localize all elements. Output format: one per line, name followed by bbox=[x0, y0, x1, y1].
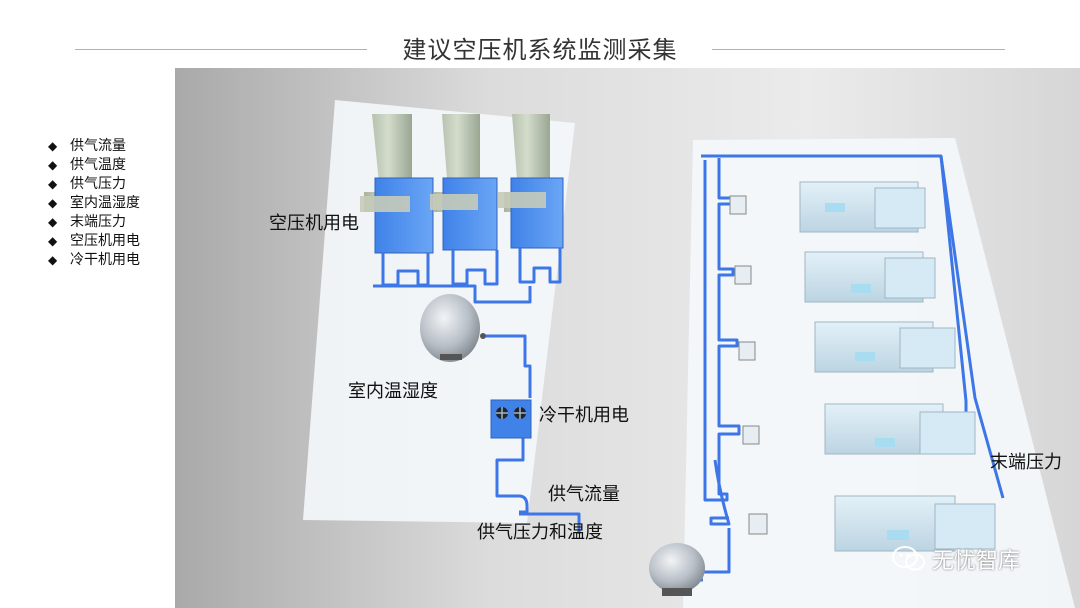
main-supply-tank bbox=[649, 543, 705, 596]
refrigerated-dryer bbox=[490, 399, 532, 439]
legend-item: ◆ 供气温度 bbox=[48, 156, 140, 175]
end-pressure-loop bbox=[939, 155, 1005, 499]
diamond-bullet-icon: ◆ bbox=[48, 177, 58, 191]
legend-item-label: 供气流量 bbox=[70, 138, 126, 154]
label-indoor-temp-humidity: 室内温湿度 bbox=[348, 381, 438, 402]
system-diagram-svg bbox=[175, 68, 1080, 608]
legend-item: ◆ 末端压力 bbox=[48, 213, 140, 232]
legend-item-label: 末端压力 bbox=[70, 214, 126, 230]
label-dryer-power: 冷干机用电 bbox=[539, 405, 629, 426]
page-title: 建议空压机系统监测采集 bbox=[402, 36, 678, 64]
diamond-bullet-icon: ◆ bbox=[48, 139, 58, 153]
diamond-bullet-icon: ◆ bbox=[48, 196, 58, 210]
legend-item: ◆ 室内温湿度 bbox=[48, 194, 140, 213]
air-receiver-tank bbox=[420, 294, 486, 362]
monitoring-items-list: ◆ 供气流量 ◆ 供气温度 ◆ 供气压力 ◆ 室内温湿度 ◆ 末端压力 ◆ 空压机用电 ◆ 冷… bbox=[48, 137, 140, 270]
legend-item-label: 供气温度 bbox=[70, 157, 126, 173]
label-compressor-power: 空压机用电 bbox=[269, 213, 359, 234]
diamond-bullet-icon: ◆ bbox=[48, 158, 58, 172]
label-end-pressure: 末端压力 bbox=[990, 452, 1062, 473]
diamond-bullet-icon: ◆ bbox=[48, 215, 58, 229]
watermark-text: 无忧智库 bbox=[932, 549, 1021, 574]
pipe-network bbox=[373, 154, 968, 582]
diamond-bullet-icon: ◆ bbox=[48, 253, 58, 267]
label-supply-pressure-temp: 供气压力和温度 bbox=[477, 522, 603, 543]
legend-item-label: 室内温湿度 bbox=[70, 195, 140, 211]
diamond-bullet-icon: ◆ bbox=[48, 234, 58, 248]
air-compressors bbox=[360, 177, 564, 254]
legend-item: ◆ 供气流量 bbox=[48, 137, 140, 156]
end-use-machines bbox=[729, 181, 996, 552]
watermark: 无忧智库 bbox=[892, 543, 1020, 575]
system-diagram: 空压机用电 室内温湿度 冷干机用电 供气流量 供气压力和温度 末端压力 bbox=[175, 68, 1080, 608]
title-divider-left bbox=[75, 49, 367, 50]
legend-item-label: 冷干机用电 bbox=[70, 252, 140, 268]
legend-item-label: 空压机用电 bbox=[70, 233, 140, 249]
title-divider-right bbox=[712, 49, 1005, 50]
legend-item: ◆ 空压机用电 bbox=[48, 232, 140, 251]
legend-item: ◆ 冷干机用电 bbox=[48, 251, 140, 270]
right-floor-panel bbox=[683, 138, 1075, 608]
label-supply-flow: 供气流量 bbox=[548, 484, 620, 505]
legend-item: ◆ 供气压力 bbox=[48, 175, 140, 194]
legend-item-label: 供气压力 bbox=[70, 176, 126, 192]
wechat-icon bbox=[892, 546, 925, 571]
